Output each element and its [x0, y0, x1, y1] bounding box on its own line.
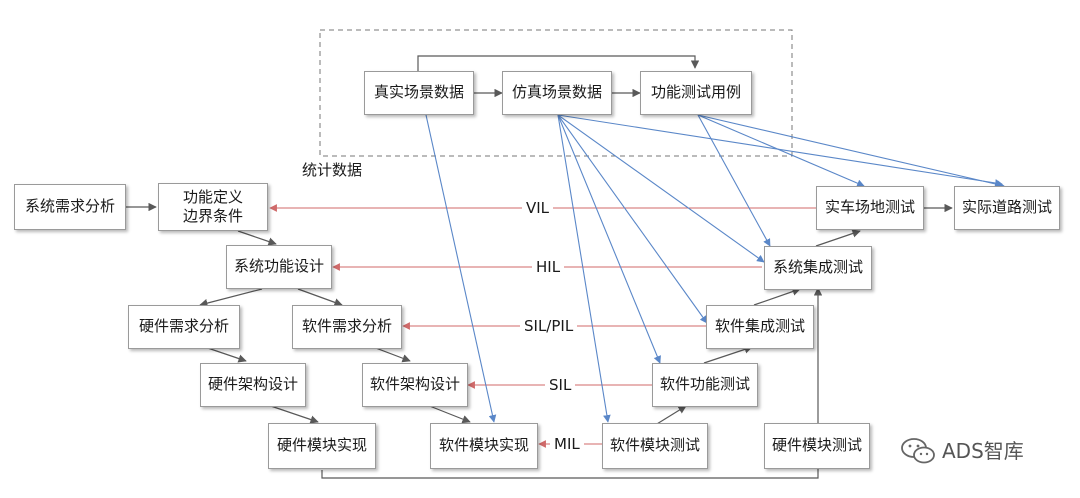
func-def-line-2: 边界条件	[182, 207, 243, 225]
watermark: ADS智库	[900, 437, 1024, 465]
label-sil: SIL	[545, 376, 576, 394]
arrow-bottom-loop	[321, 287, 823, 479]
sim-to-cases-data	[557, 114, 1003, 187]
arrow-real-to-cases-top	[417, 55, 700, 71]
node-sw-req-analysis: 软件需求分析	[292, 305, 402, 349]
node-road-test: 实际道路测试	[954, 186, 1060, 230]
node-sys-func-design: 系统功能设计	[226, 245, 332, 289]
func-def-line-1: 功能定义	[182, 187, 243, 206]
scene-data-frame	[319, 29, 793, 157]
cases-to-field	[697, 114, 865, 187]
arrow-swfunc-to-swinteg	[703, 345, 753, 364]
node-sw-arch-design: 软件架构设计	[362, 363, 468, 407]
label-vil: VIL	[522, 199, 554, 217]
node-func-test-cases: 功能测试用例	[640, 71, 752, 115]
node-sw-module-test: 软件模块测试	[602, 423, 708, 469]
label-sil-pil: SIL/PIL	[520, 317, 578, 335]
node-hw-module-impl: 硬件模块实现	[268, 423, 376, 469]
node-sw-module-impl: 软件模块实现	[430, 423, 538, 469]
sim-to-sysinteg	[557, 114, 765, 263]
arrow-funcdef-to-sysdesign	[237, 230, 277, 246]
data-flow-arrows	[425, 114, 1005, 423]
arrow-sysdesign-to-swreq	[297, 288, 343, 307]
sim-to-swinteg	[557, 114, 708, 324]
real-to-swimpl	[425, 114, 497, 423]
flow-arrows	[126, 55, 953, 479]
node-sys-req-analysis: 系统需求分析	[14, 184, 126, 230]
node-sw-integ-test: 软件集成测试	[706, 305, 814, 349]
wechat-icon	[901, 438, 935, 464]
arrow-sysdesign-to-hwreq	[199, 288, 263, 308]
node-vehicle-field-test: 实车场地测试	[816, 186, 924, 230]
node-real-scene-data: 真实场景数据	[364, 71, 474, 115]
sim-to-swfunc	[557, 114, 661, 364]
arrow-sysinteg-to-field	[815, 229, 861, 247]
node-hw-req-analysis: 硬件需求分析	[128, 305, 240, 349]
sim-to-swtest	[557, 114, 611, 423]
label-stat-data: 统计数据	[302, 161, 363, 179]
node-sys-integ-test: 系统集成测试	[764, 246, 872, 290]
arrow-swinteg-to-sysinteg	[753, 287, 801, 306]
node-hw-module-test: 硬件模块测试	[764, 423, 870, 469]
label-mil: MIL	[550, 435, 584, 453]
node-hw-arch-design: 硬件架构设计	[200, 363, 306, 407]
cases-to-sysinteg	[697, 114, 771, 247]
cases-to-road	[697, 114, 1005, 189]
label-hil: HIL	[532, 258, 565, 276]
watermark-text: ADS智库	[942, 439, 1024, 463]
node-sim-scene-data: 仿真场景数据	[502, 71, 612, 115]
node-func-def: 功能定义 边界条件	[158, 183, 268, 231]
node-sw-func-test: 软件功能测试	[652, 363, 758, 407]
